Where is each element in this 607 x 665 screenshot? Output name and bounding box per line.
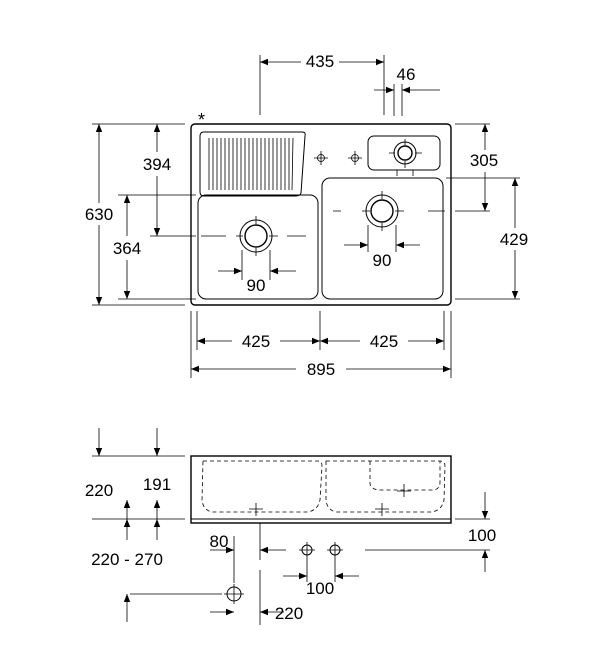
dim-46-label: 46 bbox=[397, 65, 416, 84]
tap-hole-marks bbox=[314, 151, 362, 165]
right-drain-icon bbox=[362, 191, 404, 231]
bottom-dimensions: 425 425 895 bbox=[190, 311, 452, 379]
asterisk-mark: * bbox=[198, 110, 205, 130]
dim-305-label: 305 bbox=[470, 151, 498, 170]
dim-191-label: 191 bbox=[143, 475, 171, 494]
drainboard-ribs bbox=[208, 137, 294, 191]
small-bowl-drain-icon bbox=[389, 139, 422, 168]
dim-425-right-label: 425 bbox=[370, 332, 398, 351]
side-dimensions: 220 191 220 - 270 80 100 100 bbox=[85, 428, 496, 625]
drain-spacing-dimensions: 90 90 bbox=[218, 225, 420, 295]
dim-895-label: 895 bbox=[307, 360, 335, 379]
top-dimensions: 435 46 * bbox=[198, 50, 440, 130]
left-drain-icon bbox=[236, 216, 278, 256]
side-view bbox=[190, 455, 452, 524]
dim-80-label: 80 bbox=[210, 532, 229, 551]
dim-435-label: 435 bbox=[306, 52, 334, 71]
dim-100-right-label: 100 bbox=[468, 526, 496, 545]
dim-364-label: 364 bbox=[113, 239, 141, 258]
dim-100-bottom-label: 100 bbox=[306, 579, 334, 598]
dim-630-label: 630 bbox=[85, 205, 113, 224]
dim-220-bottom-label: 220 bbox=[275, 604, 303, 623]
dim-220-label: 220 bbox=[85, 481, 113, 500]
small-bowl bbox=[367, 135, 441, 171]
dim-90-right-label: 90 bbox=[373, 251, 392, 270]
top-view bbox=[190, 123, 452, 306]
left-basin bbox=[197, 194, 319, 300]
drainboard-outline bbox=[199, 131, 306, 197]
front-panel bbox=[190, 455, 452, 524]
right-basin bbox=[321, 177, 444, 300]
outlet-circles bbox=[224, 542, 343, 604]
right-dimensions: 305 429 bbox=[446, 123, 528, 300]
left-dimensions: 630 394 364 bbox=[82, 123, 196, 306]
dim-220-270-label: 220 - 270 bbox=[91, 550, 163, 569]
dim-90-left-label: 90 bbox=[247, 276, 266, 295]
dim-425-left-label: 425 bbox=[242, 332, 270, 351]
dim-394-label: 394 bbox=[143, 155, 171, 174]
sink-outline bbox=[190, 123, 452, 306]
dim-429-label: 429 bbox=[500, 230, 528, 249]
